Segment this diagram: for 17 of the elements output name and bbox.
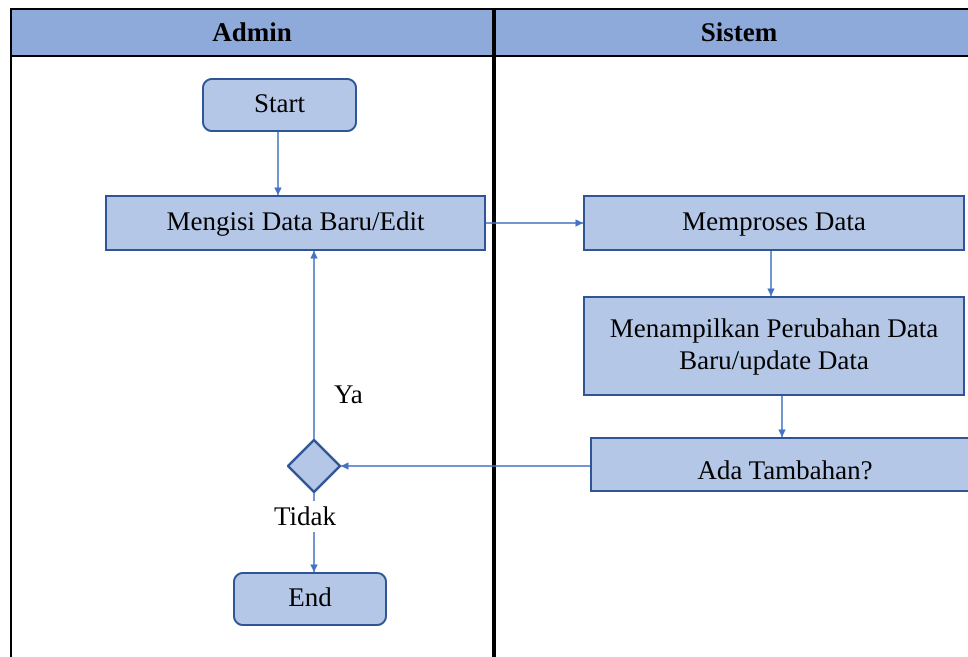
lane-heading: Sistem <box>496 10 968 57</box>
arrow <box>341 462 590 470</box>
process-box: Mengisi Data Baru/Edit <box>105 195 486 251</box>
arrow <box>486 219 583 227</box>
process-box: Ada Tambahan? <box>590 437 968 492</box>
terminal-box: End <box>233 572 387 626</box>
terminal-box: Start <box>202 78 357 132</box>
lane-heading: Admin <box>12 10 492 57</box>
process-box: Menampilkan Perubahan Data Baru/update Data <box>583 296 965 396</box>
swimlane <box>10 8 494 657</box>
arrow <box>310 251 318 439</box>
process-box: Memproses Data <box>583 195 965 251</box>
arrow <box>778 396 786 437</box>
edge-label: Tidak <box>272 501 338 532</box>
swimlane <box>494 8 968 657</box>
arrow <box>274 132 282 195</box>
arrow <box>767 251 775 296</box>
